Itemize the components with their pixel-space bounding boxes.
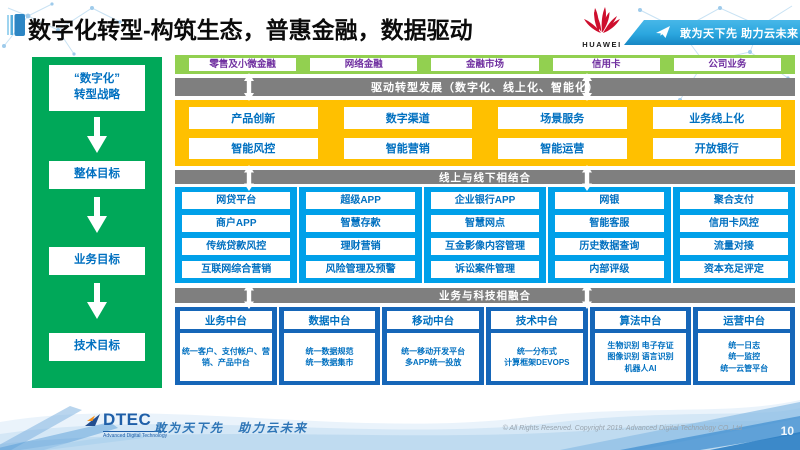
grid-item: 互联网综合营销 <box>182 261 291 278</box>
ribbon-slogan: 敢为天下先 助力云未来 <box>680 27 799 40</box>
up-down-arrow-icon <box>582 283 592 309</box>
platform-detail: 统一数据规范 统一数据集市 <box>283 333 376 381</box>
platform-column: 业务中台 统一客户、支付帐户、营销、产品中台 <box>175 307 277 385</box>
platform-detail: 生物识别 电子存证 图像识别 语言识别 机器人AI <box>594 333 687 381</box>
grid-item: 传统贷款风控 <box>182 238 291 255</box>
down-arrow-icon <box>87 283 107 319</box>
capability-item: 智能运营 <box>498 137 627 159</box>
platform-column: 技术中台 统一分布式 计算框架DEVOPS <box>486 307 588 385</box>
platform-detail: 统一移动开发平台 多APP统一投放 <box>387 333 480 381</box>
up-down-arrow-icon <box>244 165 254 191</box>
strategy-flow-panel: “数字化” 转型战略 整体目标 业务目标 技术目标 <box>32 57 162 388</box>
dtec-subtext: Advanced Digital Technology <box>103 431 168 439</box>
capability-grid: 产品创新 数字渠道 场景服务 业务线上化 智能风控 智能营销 智能运营 开放银行 <box>175 100 795 166</box>
capability-item: 业务线上化 <box>652 107 781 129</box>
down-arrow-icon <box>87 117 107 153</box>
banner-label: 驱动转型发展（数字化、线上化、智能化） <box>371 82 599 94</box>
grid-item: 商户APP <box>182 215 291 232</box>
grid-column: 超级APP 智慧存款 理财营销 风险管理及预警 <box>299 187 422 283</box>
huawei-wordmark: HUAWEI <box>582 40 622 49</box>
slogan-ribbon: 敢为天下先 助力云未来 <box>624 20 800 45</box>
grid-item: 智慧存款 <box>306 215 415 232</box>
dtec-arrow-icon <box>85 414 100 426</box>
platform-detail: 统一日志 统一监控 统一云管平台 <box>698 333 791 381</box>
capability-item: 智能风控 <box>189 137 318 159</box>
grid-item: 理财营销 <box>306 238 415 255</box>
banner-online-offline: 线上与线下相结合 <box>175 165 795 191</box>
grid-item: 企业银行APP <box>430 192 540 209</box>
footer-tagline: 敢为天下先 助力云未来 <box>154 421 309 435</box>
grid-item: 超级APP <box>306 192 415 209</box>
huawei-flower-icon <box>584 7 620 33</box>
grid-item: 智慧网点 <box>430 215 540 232</box>
flow-step-tech-goal: 技术目标 <box>49 333 145 361</box>
grid-item: 诉讼案件管理 <box>430 261 540 278</box>
business-line: 零售及小微金融 <box>189 58 297 71</box>
grid-column: 网贷平台 商户APP 传统贷款风控 互联网综合营销 <box>175 187 298 283</box>
grid-item: 信用卡风控 <box>679 215 789 232</box>
flow-step-overall-goal: 整体目标 <box>49 161 145 189</box>
flow-step-business-goal: 业务目标 <box>49 247 145 275</box>
footer-wave-decoration <box>0 400 800 450</box>
dtec-logo: DTEC Advanced Digital Technology <box>84 410 168 439</box>
capability-item: 开放银行 <box>652 137 781 159</box>
page-title: 数字化转型-构筑生态，普惠金融，数据驱动 <box>28 17 473 43</box>
huawei-logo: HUAWEI <box>574 4 630 49</box>
platform-detail: 统一分布式 计算框架DEVOPS <box>491 333 583 381</box>
grid-item: 流量对接 <box>679 238 789 255</box>
up-down-arrow-icon <box>244 73 254 101</box>
platform-title: 数据中台 <box>283 311 376 329</box>
paper-plane-icon <box>656 26 670 38</box>
up-down-arrow-icon <box>582 165 592 191</box>
title-accent-icon <box>7 14 25 36</box>
business-line: 网络金融 <box>310 58 418 71</box>
grid-item: 互金影像内容管理 <box>430 238 540 255</box>
capability-item: 场景服务 <box>498 107 627 129</box>
capability-item: 智能营销 <box>343 137 472 159</box>
grid-column: 企业银行APP 智慧网点 互金影像内容管理 诉讼案件管理 <box>423 187 547 283</box>
grid-item: 网贷平台 <box>182 192 291 209</box>
up-down-arrow-icon <box>244 283 254 309</box>
grid-item: 资本充足评定 <box>679 261 789 278</box>
business-lines-row: 零售及小微金融 网络金融 金融市场 信用卡 公司业务 <box>175 55 795 74</box>
page-number: 10 <box>780 424 794 438</box>
capability-item: 产品创新 <box>189 107 318 129</box>
down-arrow-icon <box>87 197 107 233</box>
grid-item: 历史数据查询 <box>555 238 664 255</box>
banner-drive-transformation: 驱动转型发展（数字化、线上化、智能化） <box>175 73 795 101</box>
copyright-text: © All Rights Reserved. Copyright 2019. A… <box>502 425 742 432</box>
platform-column: 算法中台 生物识别 电子存证 图像识别 语言识别 机器人AI <box>589 307 692 385</box>
dtec-wordmark: DTEC <box>103 410 152 429</box>
platform-column: 数据中台 统一数据规范 统一数据集市 <box>278 307 381 385</box>
flow-step-strategy: “数字化” 转型战略 <box>49 65 145 111</box>
banner-label: 业务与科技相融合 <box>439 290 531 302</box>
banner-biz-tech-fusion: 业务与科技相融合 <box>175 283 795 309</box>
platform-title: 移动中台 <box>387 311 480 329</box>
grid-item: 内部评级 <box>555 261 664 278</box>
platform-column: 运营中台 统一日志 统一监控 统一云管平台 <box>693 307 796 385</box>
platform-title: 运营中台 <box>698 311 791 329</box>
platform-title: 技术中台 <box>491 311 583 329</box>
platform-title: 算法中台 <box>594 311 687 329</box>
banner-label: 线上与线下相结合 <box>439 171 531 184</box>
up-down-arrow-icon <box>582 73 592 101</box>
grid-item: 聚合支付 <box>679 192 789 209</box>
platform-column: 移动中台 统一移动开发平台 多APP统一投放 <box>382 307 485 385</box>
business-line: 公司业务 <box>673 58 782 71</box>
platform-grid: 业务中台 统一客户、支付帐户、营销、产品中台 数据中台 统一数据规范 统一数据集… <box>175 307 796 385</box>
grid-column: 网银 智能客服 历史数据查询 内部评级 <box>548 187 671 283</box>
grid-item: 网银 <box>555 192 664 209</box>
business-line: 信用卡 <box>552 58 660 71</box>
grid-item: 风险管理及预警 <box>306 261 415 278</box>
capability-item: 数字渠道 <box>343 107 472 129</box>
platform-detail: 统一客户、支付帐户、营销、产品中台 <box>180 333 272 381</box>
grid-item: 智能客服 <box>555 215 664 232</box>
online-offline-grid: 网贷平台 商户APP 传统贷款风控 互联网综合营销 超级APP 智慧存款 理财营… <box>175 187 796 283</box>
platform-title: 业务中台 <box>180 311 272 329</box>
grid-column: 聚合支付 信用卡风控 流量对接 资本充足评定 <box>672 187 796 283</box>
business-line: 金融市场 <box>431 58 539 71</box>
